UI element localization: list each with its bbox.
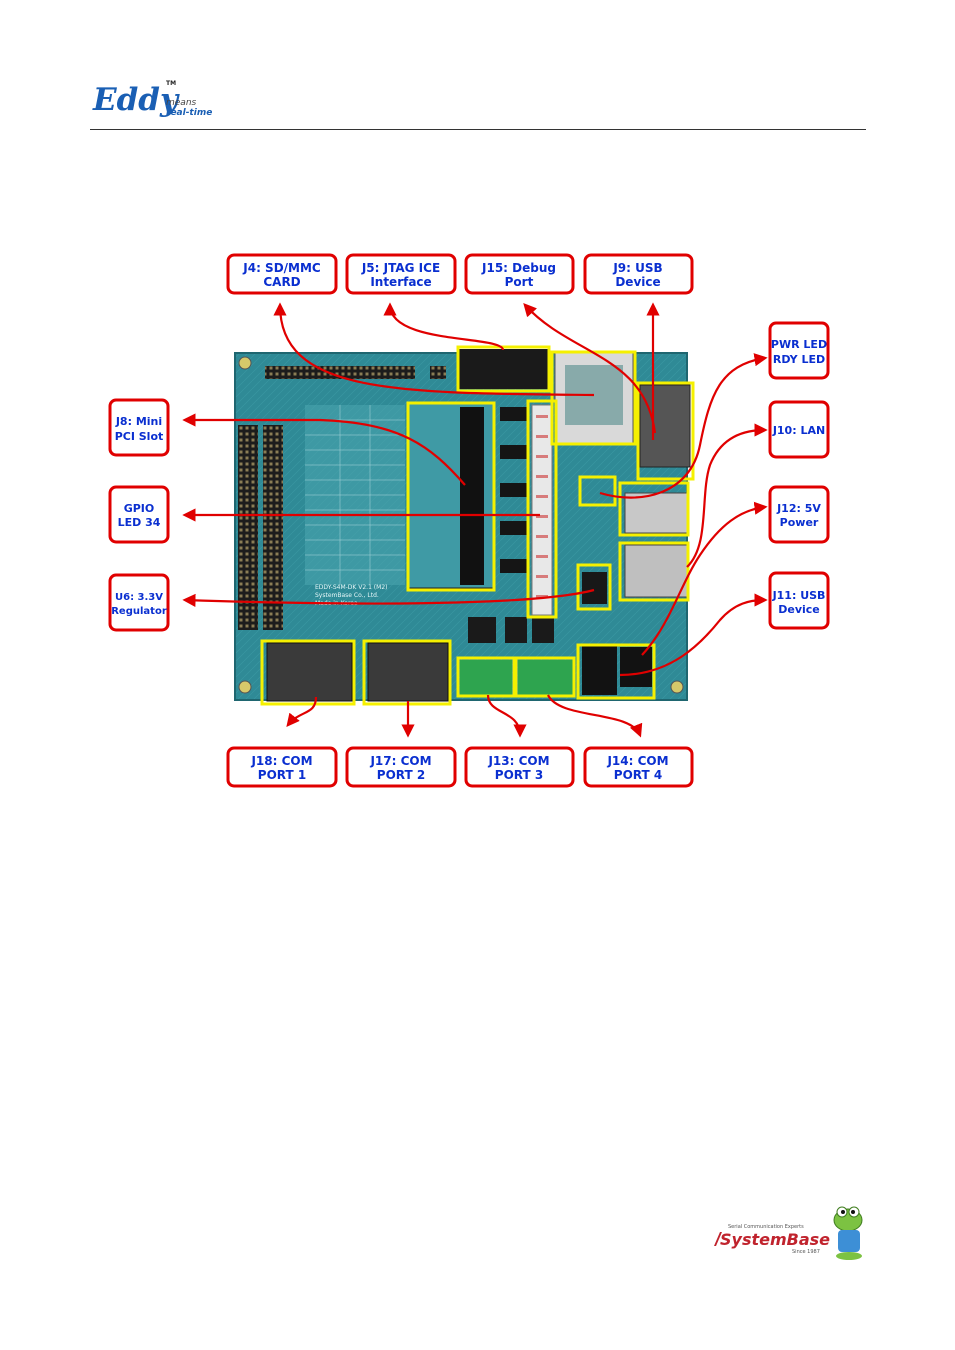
svg-text:J11: USB: J11: USB [772, 589, 826, 602]
callout-u6: U6: 3.3V Regulator [110, 575, 168, 630]
header-rule [90, 129, 866, 130]
svg-text:J8: Mini: J8: Mini [115, 415, 162, 428]
eddy-logo-means: means [166, 99, 196, 108]
callout-pwr-led: PWR LED RDY LED [770, 323, 828, 378]
frog-mascot-icon [834, 1207, 862, 1260]
board-diagram: EDDY-S4M-DK V2.1 (M2) SystemBase Co., Lt… [100, 245, 845, 805]
svg-text:Regulator: Regulator [111, 606, 167, 617]
svg-text:Interface: Interface [370, 275, 431, 289]
silk-model: EDDY-S4M-DK V2.1 (M2) [315, 584, 387, 591]
callout-j15: J15: Debug Port [466, 255, 573, 293]
svg-text:J5: JTAG ICE: J5: JTAG ICE [361, 261, 440, 275]
svg-text:J15: Debug: J15: Debug [481, 261, 556, 275]
callout-j11: J11: USB Device [770, 573, 828, 628]
svg-text:Device: Device [615, 275, 660, 289]
eddy-logo-tm: TM [166, 80, 176, 87]
svg-text:CARD: CARD [263, 275, 300, 289]
systembase-brand: SystemBase [720, 1230, 830, 1249]
callout-j14: J14: COM PORT 4 [585, 748, 692, 786]
svg-text:J10: LAN: J10: LAN [772, 424, 825, 437]
callout-j9: J9: USB Device [585, 255, 692, 293]
callout-j13: J13: COM PORT 3 [466, 748, 573, 786]
silk-maker: SystemBase Co., Ltd. [315, 592, 379, 599]
callout-j17: J17: COM PORT 2 [347, 748, 455, 786]
callout-j10: J10: LAN [770, 402, 828, 457]
svg-text:LED 34: LED 34 [118, 516, 161, 529]
callout-j18: J18: COM PORT 1 [228, 748, 336, 786]
svg-text:U6: 3.3V: U6: 3.3V [115, 592, 163, 603]
svg-text:J18: COM: J18: COM [250, 754, 312, 768]
svg-text:PORT 4: PORT 4 [614, 768, 662, 782]
callout-j8: J8: Mini PCI Slot [110, 400, 168, 455]
svg-text:J4: SD/MMC: J4: SD/MMC [242, 261, 321, 275]
svg-text:J12: 5V: J12: 5V [776, 502, 821, 515]
callout-j4: J4: SD/MMC CARD [228, 255, 336, 293]
svg-text:Device: Device [778, 603, 820, 616]
svg-text:PWR LED: PWR LED [771, 338, 827, 351]
svg-text:Port: Port [505, 275, 534, 289]
svg-text:PORT 1: PORT 1 [258, 768, 306, 782]
page-header: Eddy TM means real-time [0, 0, 955, 140]
systembase-since: Since 1987 [792, 1249, 820, 1255]
eddy-logo-realtime: real-time [166, 108, 212, 118]
svg-text:RDY LED: RDY LED [773, 353, 825, 366]
systembase-logo: Serial Communication Experts SystemBase … [700, 1200, 870, 1265]
svg-text:J14: COM: J14: COM [606, 754, 668, 768]
svg-text:PCI Slot: PCI Slot [115, 430, 164, 443]
svg-text:PORT 3: PORT 3 [495, 768, 543, 782]
svg-text:Power: Power [780, 516, 819, 529]
svg-text:J17: COM: J17: COM [369, 754, 431, 768]
callout-j12: J12: 5V Power [770, 487, 828, 542]
svg-text:J9: USB: J9: USB [612, 261, 662, 275]
svg-text:GPIO: GPIO [124, 502, 155, 515]
callout-gpio: GPIO LED 34 [110, 487, 168, 542]
svg-text:J13: COM: J13: COM [487, 754, 549, 768]
callout-j5: J5: JTAG ICE Interface [347, 255, 455, 293]
svg-text:PORT 2: PORT 2 [377, 768, 425, 782]
